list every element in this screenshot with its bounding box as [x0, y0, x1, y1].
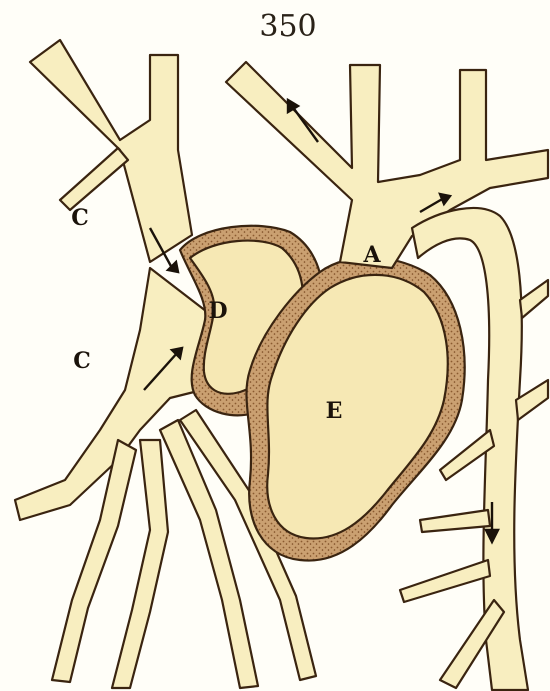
label-d: D — [208, 298, 227, 324]
upper-vein-branch — [60, 148, 128, 210]
figure-number: 350 — [259, 9, 316, 44]
aorta-branch-4 — [420, 510, 490, 532]
label-c-lower: C — [73, 348, 91, 374]
aorta-branch-2 — [516, 380, 548, 420]
label-a: A — [362, 242, 381, 268]
upper-left-vein — [30, 40, 192, 262]
label-c-upper: C — [71, 205, 89, 231]
label-e: E — [326, 398, 343, 424]
aorta-branch-1 — [520, 280, 548, 318]
aorta-branch-5 — [400, 560, 490, 602]
